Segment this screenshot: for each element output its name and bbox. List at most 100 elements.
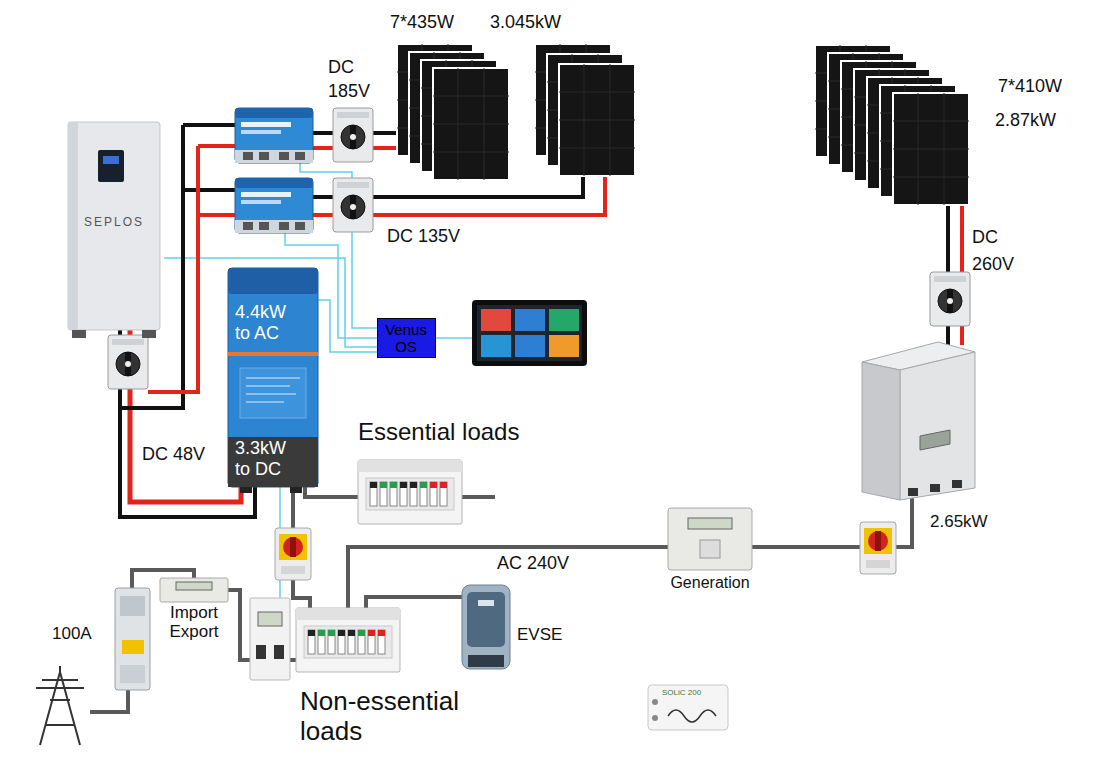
inverter-charger-illustration — [228, 268, 318, 294]
diverter-device — [648, 685, 728, 730]
battery-illustration — [142, 330, 156, 338]
inverter-charger-label: 3.3kW to DC — [235, 438, 297, 480]
battery-illustration — [68, 122, 160, 338]
battery-unit: SEPLOS — [68, 122, 164, 330]
ev-charger: EVSE — [462, 585, 510, 669]
meters — [688, 518, 732, 529]
meters — [668, 508, 752, 570]
pv-inverter-illustration — [862, 362, 900, 500]
annotation-label: 3.045kW — [490, 12, 561, 34]
service-cutout — [115, 588, 150, 690]
wire-connector — [366, 597, 462, 608]
pylon — [36, 666, 84, 745]
control-box-label: Venus OS — [380, 321, 432, 355]
ev-charger-illustration — [462, 585, 510, 669]
generation-meter-label: Generation — [662, 573, 758, 592]
pv-inverter-illustration — [908, 488, 918, 496]
pv-inverter-illustration — [930, 484, 940, 492]
battery-illustration — [68, 122, 78, 330]
dc-wiring-negative — [120, 125, 948, 517]
wire-label: DC 48V — [140, 444, 207, 466]
annotation-label: DC 260V — [972, 224, 1020, 278]
ac-wiring — [90, 497, 495, 712]
dc-wiring-positive — [313, 213, 333, 217]
touch-display — [477, 305, 582, 361]
ac-wiring — [462, 495, 495, 499]
battery-unit-label: SEPLOS — [68, 215, 160, 229]
diverter-device — [652, 715, 658, 721]
ev-charger-illustration — [462, 585, 510, 669]
pv-inverter-illustration — [862, 342, 975, 500]
battery-illustration — [68, 122, 160, 330]
annotation-label: DC 185V — [328, 55, 376, 103]
solar-array — [433, 68, 509, 180]
inverter-charger-illustration — [290, 487, 302, 493]
energy-meter-din — [250, 598, 290, 680]
touch-display — [515, 335, 545, 357]
comms-wiring — [433, 337, 472, 339]
pv-inverter-illustration — [920, 430, 950, 450]
meters — [160, 578, 228, 602]
consumer-unit-label: Essential loads — [358, 418, 519, 447]
annotation-label: SOLiC 200 — [662, 688, 701, 698]
wire-label: AC 240V — [495, 553, 571, 575]
isolator-switches — [930, 272, 970, 326]
ev-charger-illustration — [478, 600, 494, 606]
dc-wiring-negative — [313, 131, 333, 135]
dc-wiring-positive — [148, 146, 962, 392]
consumer-units — [296, 460, 462, 672]
consumer-units — [358, 460, 462, 524]
dc-wiring-positive — [960, 205, 964, 272]
touch-display — [515, 309, 545, 331]
touch-display — [472, 300, 587, 366]
dc-wiring-negative — [946, 205, 950, 272]
service-cutout — [120, 665, 145, 683]
consumer-units — [296, 608, 400, 672]
battery-illustration — [103, 156, 119, 164]
annotation-label: 2.87kW — [995, 110, 1056, 132]
annotation-label: 7*435W — [390, 12, 454, 34]
service-cutout — [122, 640, 144, 654]
dc-wiring-positive — [960, 326, 964, 345]
meters — [160, 508, 752, 602]
annotation-label: 7*410W — [998, 76, 1062, 98]
grid-meter-label: Import Export — [156, 603, 232, 641]
dc-wiring-negative — [183, 188, 235, 192]
solar-chargers — [235, 178, 313, 233]
isolator-switches — [333, 108, 373, 162]
ev-charger-illustration — [468, 655, 504, 667]
generation-meter: Generation — [668, 508, 752, 570]
touch-display — [481, 309, 511, 331]
dc-wiring-positive — [198, 213, 235, 217]
ev-charger-illustration — [467, 592, 505, 647]
diverter-device — [652, 699, 658, 705]
inverter-charger-illustration — [228, 268, 318, 487]
touch-display — [549, 335, 579, 357]
meters — [176, 582, 212, 590]
inverter-charger-label: 4.4kW to AC — [235, 302, 297, 344]
isolator-switches — [333, 178, 373, 232]
ac-wiring — [90, 690, 128, 712]
annotation-label: DC 135V — [387, 226, 460, 248]
energy-meter-din — [250, 598, 290, 680]
ev-charger-label: EVSE — [517, 625, 562, 645]
battery-illustration — [72, 330, 86, 338]
consumer-unit-label: Non-essential loads — [300, 686, 480, 746]
service-cutout — [120, 596, 145, 616]
touch-display — [549, 309, 579, 331]
inverter-charger-illustration — [228, 437, 318, 487]
control-box: Venus OS — [377, 318, 436, 358]
pv-inverter-illustration — [952, 480, 962, 488]
isolator-switches — [860, 522, 896, 574]
isolator-switches — [108, 108, 970, 580]
inverter-charger-illustration — [228, 352, 318, 356]
diverter-device — [648, 685, 728, 730]
solar-chargers — [235, 108, 313, 233]
wire-connector — [318, 300, 377, 352]
service-cutout-label: 100A — [52, 624, 92, 644]
solar-array — [893, 93, 969, 205]
solar-chargers — [235, 108, 313, 163]
touch-display — [481, 335, 511, 357]
pv-inverter: 2.65kW — [862, 335, 975, 498]
